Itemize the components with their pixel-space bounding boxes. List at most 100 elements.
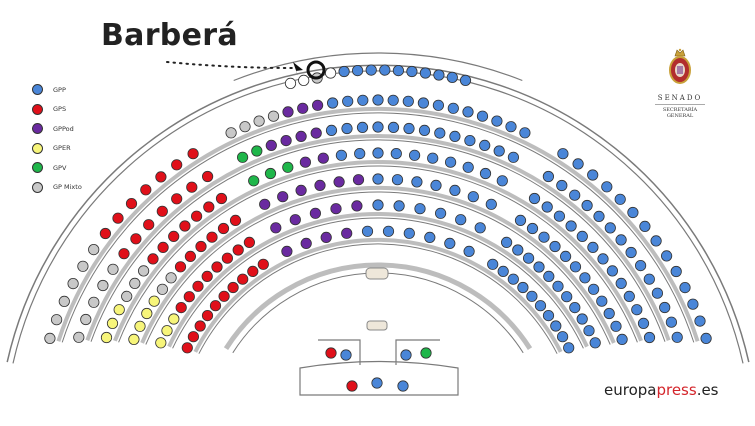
seat	[141, 307, 153, 320]
seat	[553, 210, 566, 222]
seat	[505, 121, 517, 133]
seat	[479, 139, 491, 151]
seat	[583, 325, 595, 337]
seat	[187, 331, 199, 343]
seat	[295, 184, 307, 196]
seat	[519, 127, 531, 139]
seat	[390, 148, 402, 160]
seat	[168, 313, 180, 325]
party-legend: GPP GPS GPPod GPER GPV GP Mixto	[32, 80, 82, 197]
seat	[221, 252, 233, 264]
seat	[444, 156, 457, 168]
seat	[77, 260, 89, 272]
seat	[694, 315, 706, 327]
seat	[447, 102, 459, 114]
seat	[634, 259, 647, 272]
seat	[247, 265, 259, 277]
legend-item-gps: GPS	[32, 100, 82, 120]
seat	[526, 290, 538, 302]
seat	[550, 320, 562, 332]
seat	[143, 219, 155, 231]
seat	[237, 273, 249, 285]
seat	[184, 250, 196, 262]
seat	[623, 290, 635, 302]
seat	[408, 149, 421, 161]
seat	[542, 170, 555, 183]
gppod-dot-icon	[32, 123, 43, 135]
seat	[603, 307, 615, 320]
seat	[372, 199, 384, 211]
seat	[100, 331, 113, 344]
seat	[330, 203, 342, 215]
seat	[342, 95, 354, 107]
seat	[587, 241, 599, 253]
seat	[392, 65, 404, 77]
seat	[665, 316, 678, 328]
seat	[587, 169, 599, 181]
seat	[528, 192, 541, 205]
seat	[372, 94, 384, 106]
seat	[171, 193, 183, 205]
seat	[379, 64, 391, 76]
seat	[195, 240, 207, 253]
seat	[556, 179, 568, 192]
seat	[387, 121, 400, 134]
seat	[314, 179, 326, 191]
seat	[497, 265, 509, 277]
seat	[507, 151, 520, 163]
seat	[157, 241, 169, 253]
seat	[80, 313, 92, 326]
seat	[365, 64, 377, 76]
seat	[593, 210, 605, 222]
seat	[424, 231, 436, 243]
seat	[171, 159, 183, 171]
seat	[430, 179, 442, 191]
seat	[581, 199, 593, 212]
seat	[88, 244, 100, 256]
seat	[194, 320, 206, 332]
seat	[446, 71, 458, 84]
seat	[155, 337, 167, 349]
seat	[474, 222, 486, 234]
seat	[393, 200, 405, 212]
seat	[346, 380, 358, 392]
seat	[148, 295, 160, 307]
seat	[58, 295, 70, 307]
seat	[259, 198, 271, 210]
seat	[434, 127, 446, 139]
table-icon	[365, 267, 389, 280]
seat	[243, 236, 255, 248]
seat	[615, 277, 627, 289]
gp-mixto-dot-icon	[32, 181, 43, 193]
seat	[277, 191, 289, 203]
senado-crest-icon	[669, 48, 691, 84]
seat	[203, 201, 215, 213]
seat	[351, 65, 364, 77]
seat	[679, 281, 691, 294]
seat	[352, 174, 365, 186]
seat	[418, 124, 431, 136]
seat	[371, 377, 383, 389]
seat	[569, 189, 581, 201]
seat	[44, 332, 56, 344]
seat	[476, 110, 489, 122]
seat	[106, 317, 119, 329]
seat	[397, 380, 409, 392]
seat	[147, 253, 159, 265]
seat	[576, 313, 588, 325]
senado-logo: SENADO SECRETARÍA GENERAL	[655, 48, 705, 119]
seat	[218, 290, 230, 302]
seat	[227, 281, 239, 294]
seat	[671, 331, 683, 343]
seat	[700, 332, 712, 344]
seat	[650, 235, 662, 247]
seat	[50, 314, 63, 326]
seat	[340, 349, 352, 361]
seat	[639, 220, 651, 232]
seat	[417, 97, 429, 109]
seat	[112, 212, 124, 224]
seat	[248, 175, 260, 187]
seat	[325, 124, 338, 136]
seat	[138, 265, 150, 277]
